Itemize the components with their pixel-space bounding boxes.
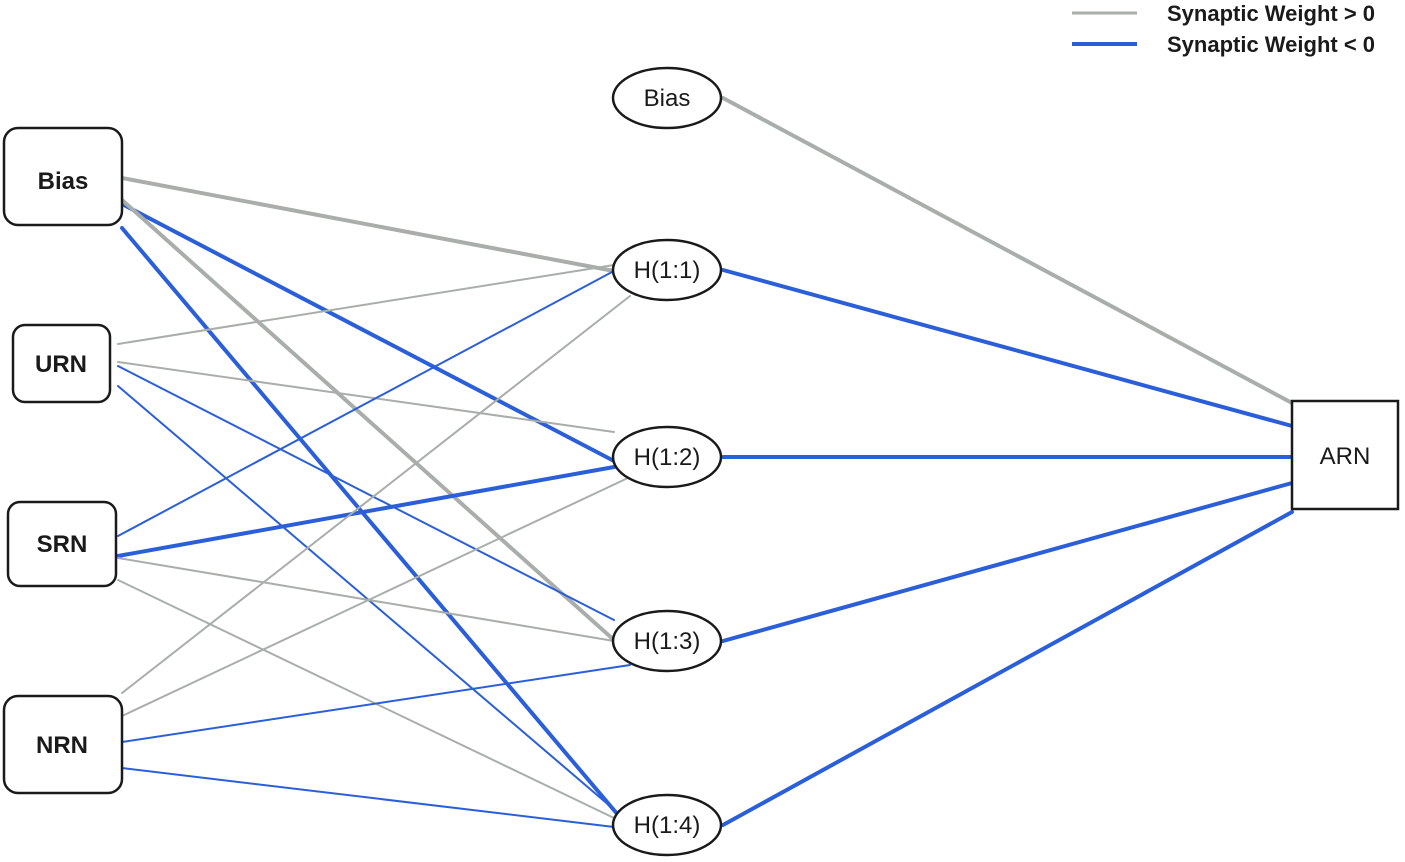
hidden-node-bias: Bias	[611, 66, 723, 130]
edge-urn-to-h12	[117, 361, 615, 433]
edge-srn-to-h13	[117, 557, 615, 642]
edge-bias_in-to-h12	[120, 202, 616, 463]
input-node-srn-label: SRN	[37, 531, 88, 558]
input-layer: Bias URN SRN NRN	[2, 126, 124, 795]
hidden-node-h14-label: H(1:4)	[634, 812, 701, 839]
hidden-node-h12-label: H(1:2)	[634, 444, 701, 471]
input-node-urn-label: URN	[35, 351, 87, 378]
connection-edges	[116, 96, 1294, 828]
edge-bias_in-to-h14	[120, 226, 626, 824]
hidden-node-h13: H(1:3)	[611, 609, 723, 673]
edge-bias_h-to-arn	[721, 96, 1294, 405]
hidden-node-h14: H(1:4)	[611, 793, 723, 857]
hidden-node-h11: H(1:1)	[611, 238, 723, 302]
hidden-node-h13-label: H(1:3)	[634, 628, 701, 655]
input-node-nrn: NRN	[2, 694, 124, 795]
hidden-node-h11-label: H(1:1)	[634, 257, 701, 284]
hidden-node-h12: H(1:2)	[611, 425, 723, 489]
edge-srn-to-h14	[117, 579, 615, 819]
hidden-layer: Bias H(1:1) H(1:2) H(1:3) H(1:4)	[611, 66, 723, 857]
input-node-bias-label: Bias	[38, 168, 89, 195]
output-node-arn-label: ARN	[1320, 443, 1371, 470]
legend-negative-label: Synaptic Weight < 0	[1167, 32, 1375, 57]
input-node-bias: Bias	[2, 126, 124, 227]
edge-urn-to-h13	[117, 365, 615, 621]
edge-srn-to-h12	[116, 465, 616, 558]
edge-bias_in-to-h13	[120, 198, 616, 642]
legend: Synaptic Weight > 0 Synaptic Weight < 0	[1072, 1, 1375, 57]
output-node-arn: ARN	[1290, 399, 1400, 511]
edge-srn-to-h11	[117, 271, 613, 537]
hidden-node-bias-label: Bias	[644, 85, 691, 112]
input-node-urn: URN	[11, 323, 112, 404]
edge-h14-to-arn	[721, 510, 1294, 827]
edge-bias_in-to-h11	[120, 176, 616, 273]
edge-urn-to-h14	[117, 385, 625, 819]
edge-nrn-to-h13	[121, 664, 631, 743]
edge-h11-to-arn	[721, 268, 1294, 428]
legend-positive-label: Synaptic Weight > 0	[1167, 1, 1375, 26]
edge-nrn-to-h14	[121, 767, 615, 828]
output-layer: ARN	[1290, 399, 1400, 511]
input-node-srn: SRN	[6, 500, 118, 588]
input-node-nrn-label: NRN	[36, 732, 88, 759]
edge-urn-to-h11	[117, 264, 615, 345]
edge-nrn-to-h11	[121, 295, 631, 694]
edge-nrn-to-h12	[121, 476, 631, 717]
edge-h13-to-arn	[721, 481, 1294, 643]
